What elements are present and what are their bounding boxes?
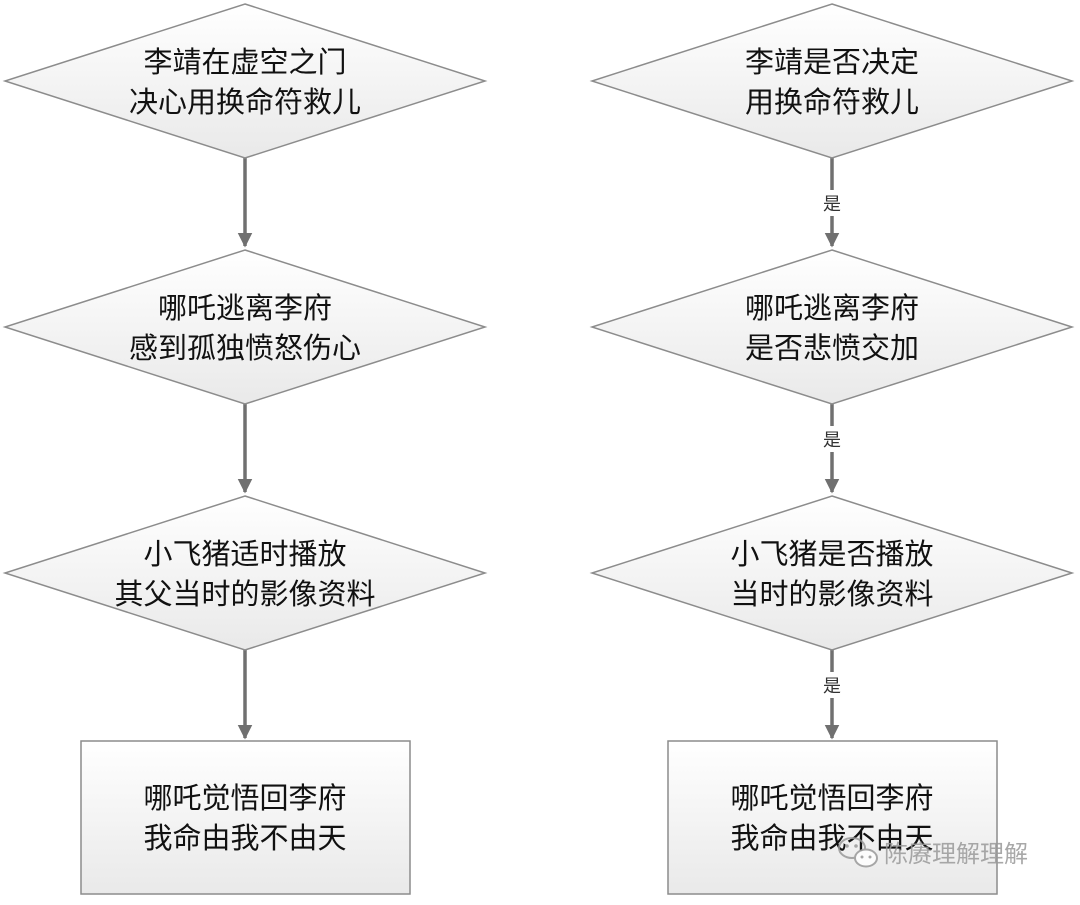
node-text-line-2: 当时的影像资料 <box>730 577 933 611</box>
node-text-line-2: 决心用换命符救儿 <box>129 85 361 119</box>
node-text-line-1: 哪吒逃离李府 <box>158 291 332 325</box>
node-text-line-2: 感到孤独愤怒伤心 <box>129 331 361 365</box>
diamond-shape <box>2 495 488 651</box>
decision-node-R1: 李靖是否决定 用换命符救儿 <box>589 3 1075 159</box>
edge-label-R1-R2: 是 <box>823 194 841 215</box>
rectangle-shape <box>80 740 411 895</box>
node-text-line-1: 哪吒觉悟回李府 <box>143 781 346 815</box>
watermark-text: 陈赓理解理解 <box>884 840 1028 868</box>
edge-label-R3-R4: 是 <box>823 676 841 697</box>
diamond-shape <box>589 3 1075 159</box>
decision-node-R2: 哪吒逃离李府 是否悲愤交加 <box>589 249 1075 405</box>
rectangle-shape <box>667 740 998 895</box>
node-text-line-1: 小飞猪适时播放 <box>143 537 346 571</box>
node-text-line-1: 小飞猪是否播放 <box>730 537 933 571</box>
edge-label-R2-R3: 是 <box>823 430 841 451</box>
node-text-line-2: 我命由我不由天 <box>143 821 346 855</box>
diamond-shape <box>589 495 1075 651</box>
node-text-line-1: 李靖在虚空之门 <box>143 45 346 79</box>
node-text-line-1: 李靖是否决定 <box>745 45 919 79</box>
diamond-shape <box>589 249 1075 405</box>
right-edges: 是 是 是 <box>823 158 841 740</box>
node-text-line-2: 我命由我不由天 <box>730 821 933 855</box>
watermark: 陈赓理解理解 <box>838 837 1028 868</box>
process-node-L4: 哪吒觉悟回李府 我命由我不由天 <box>80 740 411 895</box>
diamond-shape <box>2 3 488 159</box>
node-text-line-1: 哪吒觉悟回李府 <box>730 781 933 815</box>
decision-node-L2: 哪吒逃离李府 感到孤独愤怒伤心 <box>2 249 488 405</box>
decision-node-R3: 小飞猪是否播放 当时的影像资料 <box>589 495 1075 651</box>
diamond-shape <box>2 249 488 405</box>
node-text-line-1: 哪吒逃离李府 <box>745 291 919 325</box>
node-text-line-2: 其父当时的影像资料 <box>114 577 375 611</box>
decision-node-L3: 小飞猪适时播放 其父当时的影像资料 <box>2 495 488 651</box>
wechat-icon <box>838 837 878 868</box>
decision-node-L1: 李靖在虚空之门 决心用换命符救儿 <box>2 3 488 159</box>
node-text-line-2: 是否悲愤交加 <box>745 331 919 365</box>
node-text-line-2: 用换命符救儿 <box>745 85 919 119</box>
process-node-R4: 哪吒觉悟回李府 我命由我不由天 <box>667 740 998 895</box>
